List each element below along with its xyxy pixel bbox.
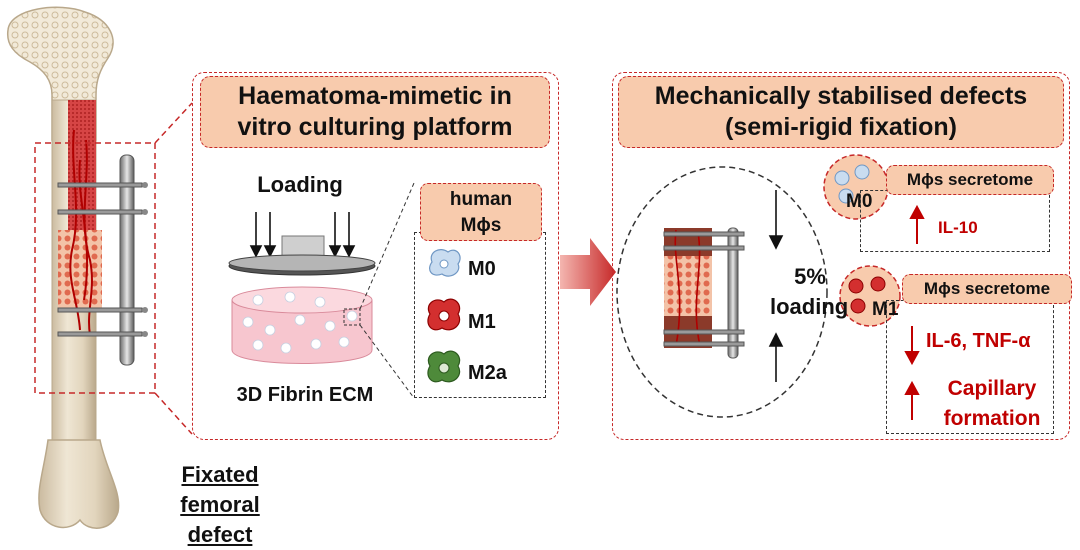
m2a-cell-icon <box>427 350 461 383</box>
panel-in-vitro-title-line2: vitro culturing platform <box>237 113 513 141</box>
zoom-box <box>34 142 156 394</box>
flow-arrow <box>560 238 616 306</box>
macrophage-header: human Mϕs <box>420 183 542 241</box>
figure: Fixated femoral defect Haematoma-mimetic… <box>6 6 1072 547</box>
m0-secretome-header: Mϕs secretome <box>886 165 1054 195</box>
bone-caption-line1: Fixated <box>181 462 259 487</box>
femur-illustration <box>6 6 925 529</box>
five-percent-loading-line2: loading <box>770 294 849 319</box>
macrophage-header-line1: human <box>449 189 513 210</box>
m2a-label: M2a <box>468 362 507 384</box>
m1-cell-icon <box>427 298 461 331</box>
panel-in-vitro <box>192 72 559 440</box>
m0-label: M0 <box>468 258 496 280</box>
m1-group-cell-label: M1 <box>872 299 899 320</box>
m1-result-cytokines: IL-6, TNF-α <box>926 330 1031 352</box>
panel-in-vitro-title-line1: Haematoma-mimetic in <box>238 82 512 110</box>
m0-cell-icon <box>429 249 461 277</box>
m0-group-cell-label: M0 <box>846 191 873 212</box>
m0-result: IL-10 <box>938 218 978 237</box>
zoom-circle <box>616 166 828 418</box>
ecm-label: 3D Fibrin ECM <box>236 384 374 406</box>
panel-stabilised-title: Mechanically stabilised defects (semi-ri… <box>618 76 1064 148</box>
bone-caption: Fixated femoral defect <box>150 460 290 550</box>
panel-stabilised-title-line1: Mechanically stabilised defects <box>654 82 1028 110</box>
m1-result-capillary: Capillary formation <box>922 374 1062 434</box>
panel-in-vitro-title: Haematoma-mimetic in vitro culturing pla… <box>200 76 550 148</box>
m1-result-capillary-line2: formation <box>943 407 1041 430</box>
m1-secretome-header: Mϕs secretome <box>902 274 1072 304</box>
bone-caption-line2: femoral defect <box>180 492 260 547</box>
five-percent-loading: 5% loading <box>770 262 848 322</box>
panel-stabilised <box>612 72 1070 440</box>
macrophage-header-line2: Mϕs <box>460 215 502 236</box>
m1-label: M1 <box>468 311 496 333</box>
panel-stabilised-title-line2: (semi-rigid fixation) <box>725 113 957 141</box>
loading-label: Loading <box>257 172 343 197</box>
five-percent-loading-line1: 5% <box>794 264 826 289</box>
m1-result-capillary-line1: Capillary <box>947 377 1037 400</box>
